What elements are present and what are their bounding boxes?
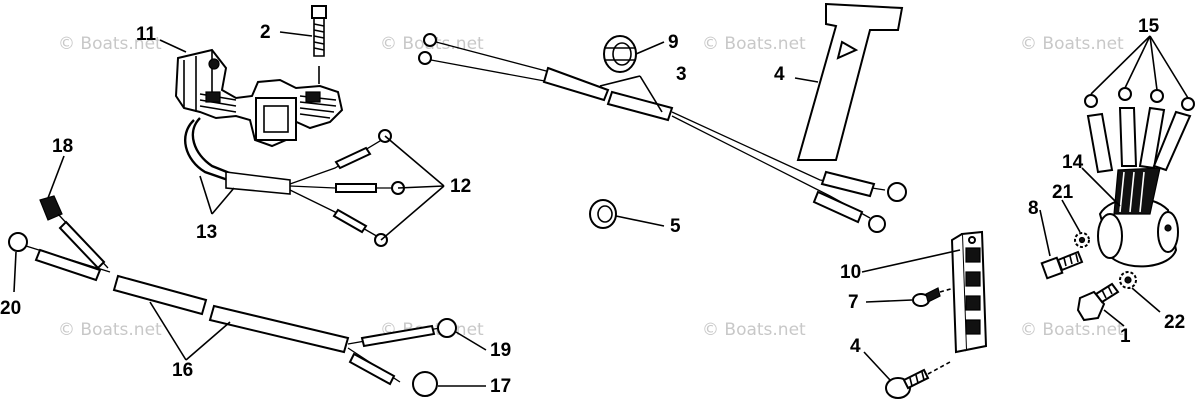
coil-leads [1084,87,1195,174]
callout-13: 13 [196,222,217,243]
lower-harness [8,195,457,397]
callout-5: 5 [670,216,681,237]
callout-4-lower: 4 [850,336,861,357]
watermark: © Boats.net [1020,34,1124,54]
callout-17: 17 [490,376,511,397]
callout-2: 2 [260,22,271,43]
ignition-coil [1097,167,1179,268]
callout-7: 7 [848,292,859,313]
grommet [603,35,637,73]
callout-labels: 2 11 3 9 4 5 12 13 18 20 16 19 17 10 7 4… [0,16,1185,397]
terminal-block [950,230,988,354]
watermark: © Boats.net [702,34,806,54]
callout-1: 1 [1120,326,1131,347]
callout-12: 12 [450,176,471,197]
callout-19: 19 [490,340,511,361]
callout-16: 16 [172,360,193,381]
callout-8: 8 [1028,198,1039,219]
watermark: © Boats.net [58,320,162,340]
stator-assembly [174,48,405,247]
coil-bolt-upper [1040,250,1084,280]
callout-18: 18 [52,136,73,157]
bracket [796,2,904,161]
harness-wires [418,33,907,233]
lock-washer-upper [1074,232,1090,248]
watermark: © Boats.net [1020,320,1124,340]
callout-4-upper: 4 [774,64,785,85]
watermark: © Boats.net [702,320,806,340]
bolt [885,361,951,399]
watermarks: © Boats.net © Boats.net © Boats.net © Bo… [58,34,1124,340]
coil-bolt-lower [1076,282,1120,322]
leader-lines [13,31,1189,387]
callout-15: 15 [1138,16,1160,37]
callout-21: 21 [1052,182,1074,203]
callout-3: 3 [676,64,687,85]
callout-14: 14 [1062,152,1084,173]
screw [311,5,327,84]
watermark: © Boats.net [58,34,162,54]
callout-22: 22 [1164,312,1185,333]
callout-11: 11 [136,24,157,45]
small-grommet [589,199,617,229]
small-screw [912,287,955,307]
callout-9: 9 [668,32,679,53]
lock-washer-lower [1119,271,1137,289]
callout-20: 20 [0,298,21,319]
callout-10: 10 [840,262,861,283]
